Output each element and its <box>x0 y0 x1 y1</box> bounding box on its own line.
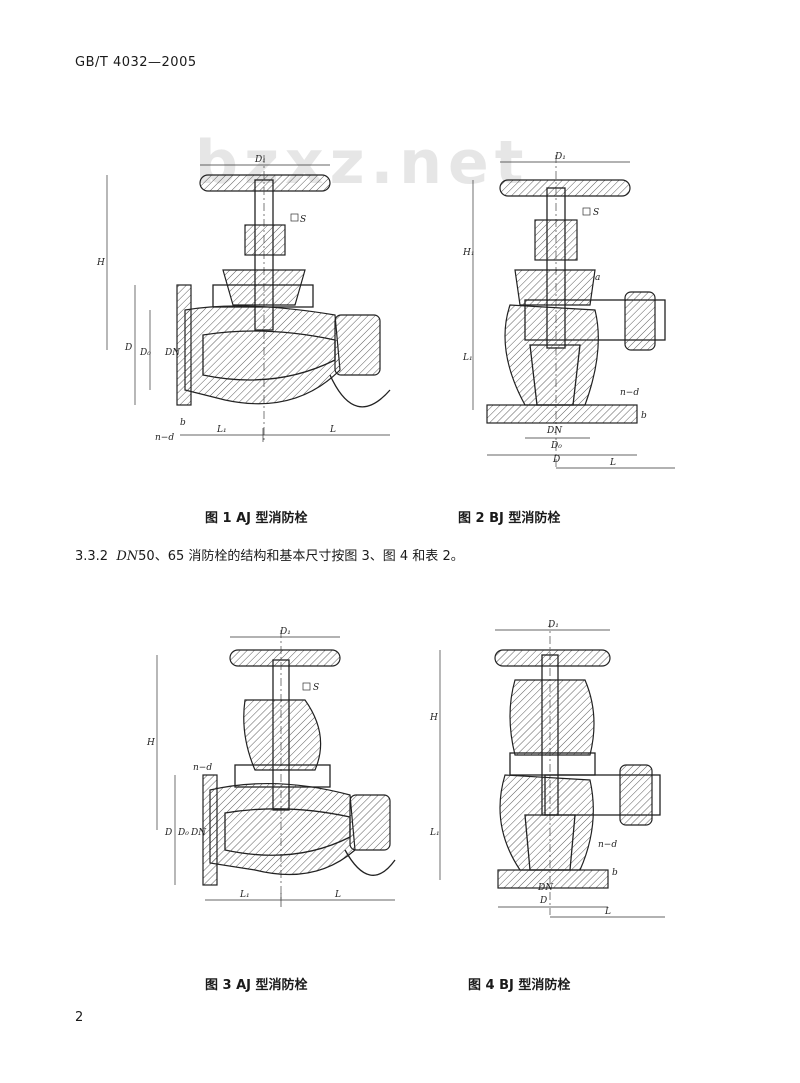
label-D1: D₁ <box>554 152 566 162</box>
label-H: H <box>429 713 438 723</box>
label-H1: H₁ <box>462 248 474 258</box>
label-L1: L₁ <box>462 353 473 363</box>
label-L: L <box>334 890 341 900</box>
label-D1: D₁ <box>279 627 291 637</box>
label-L: L <box>604 907 611 917</box>
label-L1: L₁ <box>429 828 440 838</box>
label-b: b <box>641 411 647 421</box>
label-H: H <box>146 738 155 748</box>
figure-4-drawing: D₁ H L₁ n−d b DN D L <box>429 620 665 918</box>
label-b: b <box>180 418 186 428</box>
label-a: a <box>595 273 600 283</box>
label-DN: DN <box>546 426 563 436</box>
label-S: S <box>593 208 599 218</box>
figure-3-drawing: D₁ S H n−d D D₀ DN L₁ L <box>146 627 396 907</box>
label-nd: n−d <box>620 388 639 398</box>
label-L1: L₁ <box>216 425 227 435</box>
label-D: D <box>164 828 172 838</box>
label-nd: n−d <box>598 840 617 850</box>
label-D0: D₀ <box>550 441 562 451</box>
figure-4-caption: 图 4 BJ 型消防栓 <box>468 978 571 993</box>
figure-2-drawing: D₁ S H₁ L₁ a n−d b DN D₀ D L <box>462 152 675 470</box>
figure-1-caption: 图 1 AJ 型消防栓 <box>205 511 308 526</box>
label-S: S <box>313 683 319 693</box>
paragraph-text: 50、65 消防栓的结构和基本尺寸按图 3、图 4 和表 2。 <box>138 549 464 564</box>
label-DN: DN <box>190 828 207 838</box>
label-D0: D₀ <box>177 828 189 838</box>
label-S: S <box>300 215 306 225</box>
label-D: D <box>552 455 560 465</box>
figure-1-drawing: D₁ S H D D₀ DN L₁ L n−d b <box>96 155 391 443</box>
label-H: H <box>96 258 105 268</box>
label-D1: D₁ <box>547 620 559 630</box>
label-D: D <box>124 343 132 353</box>
label-L: L <box>609 458 616 468</box>
label-L: L <box>329 425 336 435</box>
document-header: GB/T 4032—2005 <box>75 55 197 70</box>
label-nd: n−d <box>193 763 212 773</box>
label-D1: D₁ <box>254 155 266 165</box>
section-3-3-2-paragraph: 3.3.2 DN50、65 消防栓的结构和基本尺寸按图 3、图 4 和表 2。 <box>75 545 464 564</box>
label-DN: DN <box>164 348 181 358</box>
section-number: 3.3.2 <box>75 549 109 564</box>
figure-2-caption: 图 2 BJ 型消防栓 <box>458 511 561 526</box>
label-b: b <box>612 868 618 878</box>
label-D0: D₀ <box>139 348 151 358</box>
dn-symbol: DN <box>116 549 139 564</box>
page-number: 2 <box>75 1010 84 1025</box>
label-DN: DN <box>537 883 554 893</box>
label-D: D <box>539 896 547 906</box>
figure-3-caption: 图 3 AJ 型消防栓 <box>205 978 308 993</box>
label-L1: L₁ <box>239 890 250 900</box>
label-nd: n−d <box>155 433 174 443</box>
